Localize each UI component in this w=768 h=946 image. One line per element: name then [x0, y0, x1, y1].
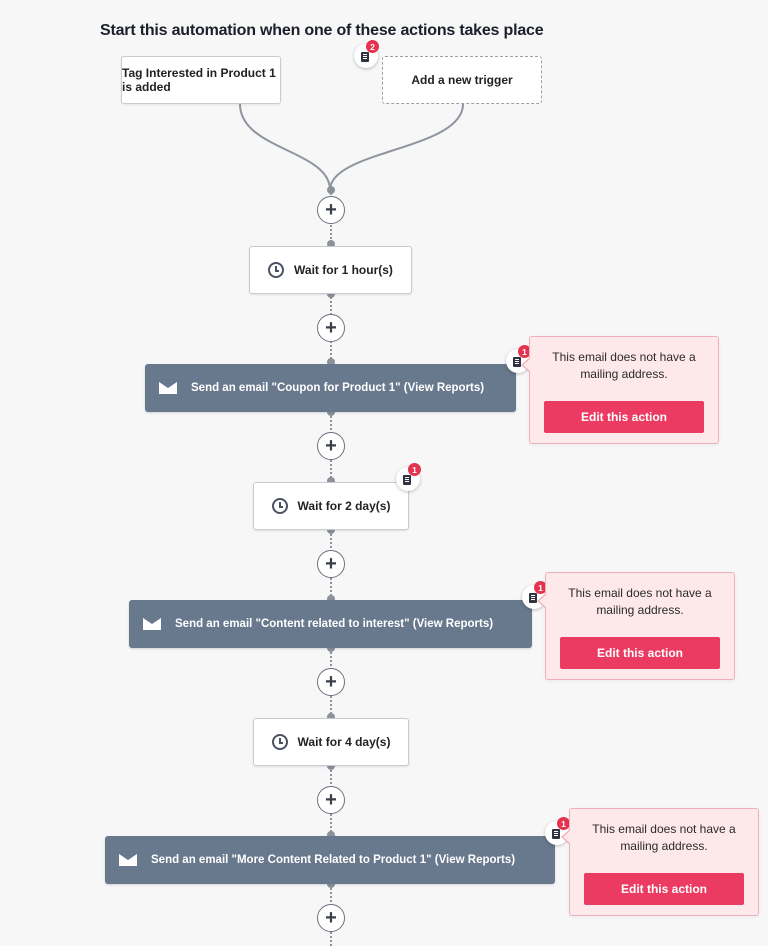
document-icon: [513, 357, 521, 367]
trigger-label: Tag Interested in Product 1 is added: [122, 66, 276, 94]
send-email-step[interactable]: Send an email "Coupon for Product 1" (Vi…: [145, 364, 516, 412]
clock-icon: [271, 498, 288, 514]
trigger-connector-curves: [239, 103, 464, 191]
warning-message: This email does not have a mailing addre…: [592, 822, 736, 853]
wait-label: Wait for 4 day(s): [297, 735, 391, 749]
mailing-address-warning: This email does not have a mailing addre…: [561, 808, 759, 916]
notes-count: 1: [408, 463, 421, 476]
send-email-step[interactable]: Send an email "More Content Related to P…: [105, 836, 555, 884]
connector-dot: [327, 290, 335, 298]
connector-dot: [327, 186, 335, 194]
envelope-icon: [143, 618, 161, 630]
clock-icon: [271, 734, 288, 750]
page-title: Start this automation when one of these …: [100, 22, 544, 39]
document-icon: [403, 475, 411, 485]
wait-step-2-days[interactable]: Wait for 2 day(s): [253, 482, 409, 530]
edit-action-button[interactable]: Edit this action: [584, 873, 744, 905]
connector-dot: [327, 240, 335, 248]
edit-action-button[interactable]: Edit this action: [544, 401, 704, 433]
mailing-address-warning: This email does not have a mailing addre…: [537, 572, 735, 680]
notes-count: 1: [534, 581, 547, 594]
mailing-address-warning: This email does not have a mailing addre…: [521, 336, 719, 444]
notes-count: 1: [518, 345, 531, 358]
connector-dot: [327, 408, 335, 416]
notes-count: 1: [557, 817, 570, 830]
add-step-button[interactable]: +: [317, 432, 345, 460]
connector-dot: [327, 595, 335, 603]
connector-dot: [327, 880, 335, 888]
document-icon: [361, 52, 369, 62]
send-email-step[interactable]: Send an email "Content related to intere…: [129, 600, 532, 648]
wait-step-1-hour[interactable]: Wait for 1 hour(s): [249, 246, 412, 294]
connector-dot: [327, 477, 335, 485]
clock-icon: [268, 262, 285, 278]
notes-count: 2: [366, 40, 379, 53]
connector-dot: [327, 644, 335, 652]
email-step-label: Send an email "Coupon for Product 1" (Vi…: [191, 382, 485, 394]
add-step-button[interactable]: +: [317, 550, 345, 578]
notes-badge-wait-2[interactable]: 1: [396, 463, 421, 491]
connector-dot: [327, 762, 335, 770]
add-step-button[interactable]: +: [317, 668, 345, 696]
edit-action-button[interactable]: Edit this action: [560, 637, 720, 669]
add-step-button[interactable]: +: [317, 196, 345, 224]
email-step-label: Send an email "More Content Related to P…: [151, 854, 516, 866]
connector-dot: [327, 713, 335, 721]
document-icon: [552, 829, 560, 839]
wait-step-4-days[interactable]: Wait for 4 day(s): [253, 718, 409, 766]
connector-dot: [327, 831, 335, 839]
email-step-label: Send an email "Content related to intere…: [175, 618, 494, 630]
add-step-button[interactable]: +: [317, 786, 345, 814]
document-icon: [529, 593, 537, 603]
warning-message: This email does not have a mailing addre…: [568, 586, 712, 617]
envelope-icon: [159, 382, 177, 394]
trigger-tag-added[interactable]: Tag Interested in Product 1 is added: [121, 56, 281, 104]
warning-message: This email does not have a mailing addre…: [552, 350, 696, 381]
wait-label: Wait for 2 day(s): [297, 499, 391, 513]
wait-label: Wait for 1 hour(s): [294, 263, 393, 277]
envelope-icon: [119, 854, 137, 866]
add-trigger-label: Add a new trigger: [411, 73, 513, 87]
add-step-button[interactable]: +: [317, 904, 345, 932]
connector-dot: [327, 358, 335, 366]
add-trigger-button[interactable]: Add a new trigger: [382, 56, 542, 104]
add-step-button[interactable]: +: [317, 314, 345, 342]
connector-dot: [327, 526, 335, 534]
notes-badge-trigger[interactable]: 2: [354, 40, 379, 68]
